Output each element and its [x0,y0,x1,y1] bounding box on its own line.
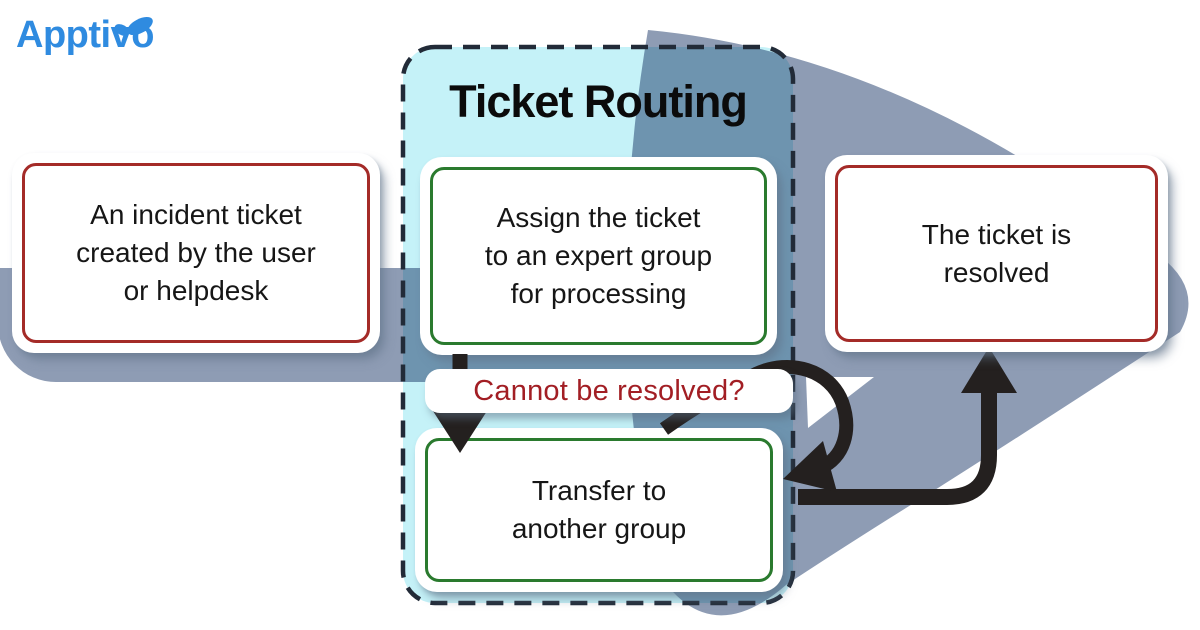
node-incident-ticket: An incident ticket created by the user o… [12,153,380,353]
decision-pill: Cannot be resolved? [425,369,793,413]
arrow-up-head-icon [961,347,1017,393]
node-text-line: for processing [510,278,687,309]
node-transfer-border: Transfer to another group [425,438,773,582]
node-text-line: Assign the ticket [496,202,701,233]
decision-label: Cannot be resolved? [473,374,745,407]
node-ticket-resolved: The ticket is resolved [825,155,1168,352]
node-transfer-group: Transfer to another group [415,428,783,592]
node-incident-border: An incident ticket created by the user o… [22,163,370,343]
node-text-line: to an expert group [484,240,713,271]
node-text-line: Transfer to [531,475,667,506]
node-text-line: created by the user [76,237,316,268]
node-assign-border: Assign the ticket to an expert group for… [430,167,767,345]
node-text-line: another group [511,513,687,544]
node-text-line: or helpdesk [123,275,269,306]
arrow-transfer-to-resolved [798,347,1017,505]
page-title: Ticket Routing [449,76,748,127]
node-resolved-border: The ticket is resolved [835,165,1158,342]
node-assign-ticket: Assign the ticket to an expert group for… [420,157,777,355]
node-text-line: resolved [943,256,1050,288]
background-notch [806,377,874,428]
arrow-left-head-icon [783,441,837,492]
apptivo-logo: Apptivo [16,14,206,74]
brand-name: Apptivo [16,14,154,56]
node-text-line: An incident ticket [90,199,302,230]
node-text-line: The ticket is [921,218,1072,250]
